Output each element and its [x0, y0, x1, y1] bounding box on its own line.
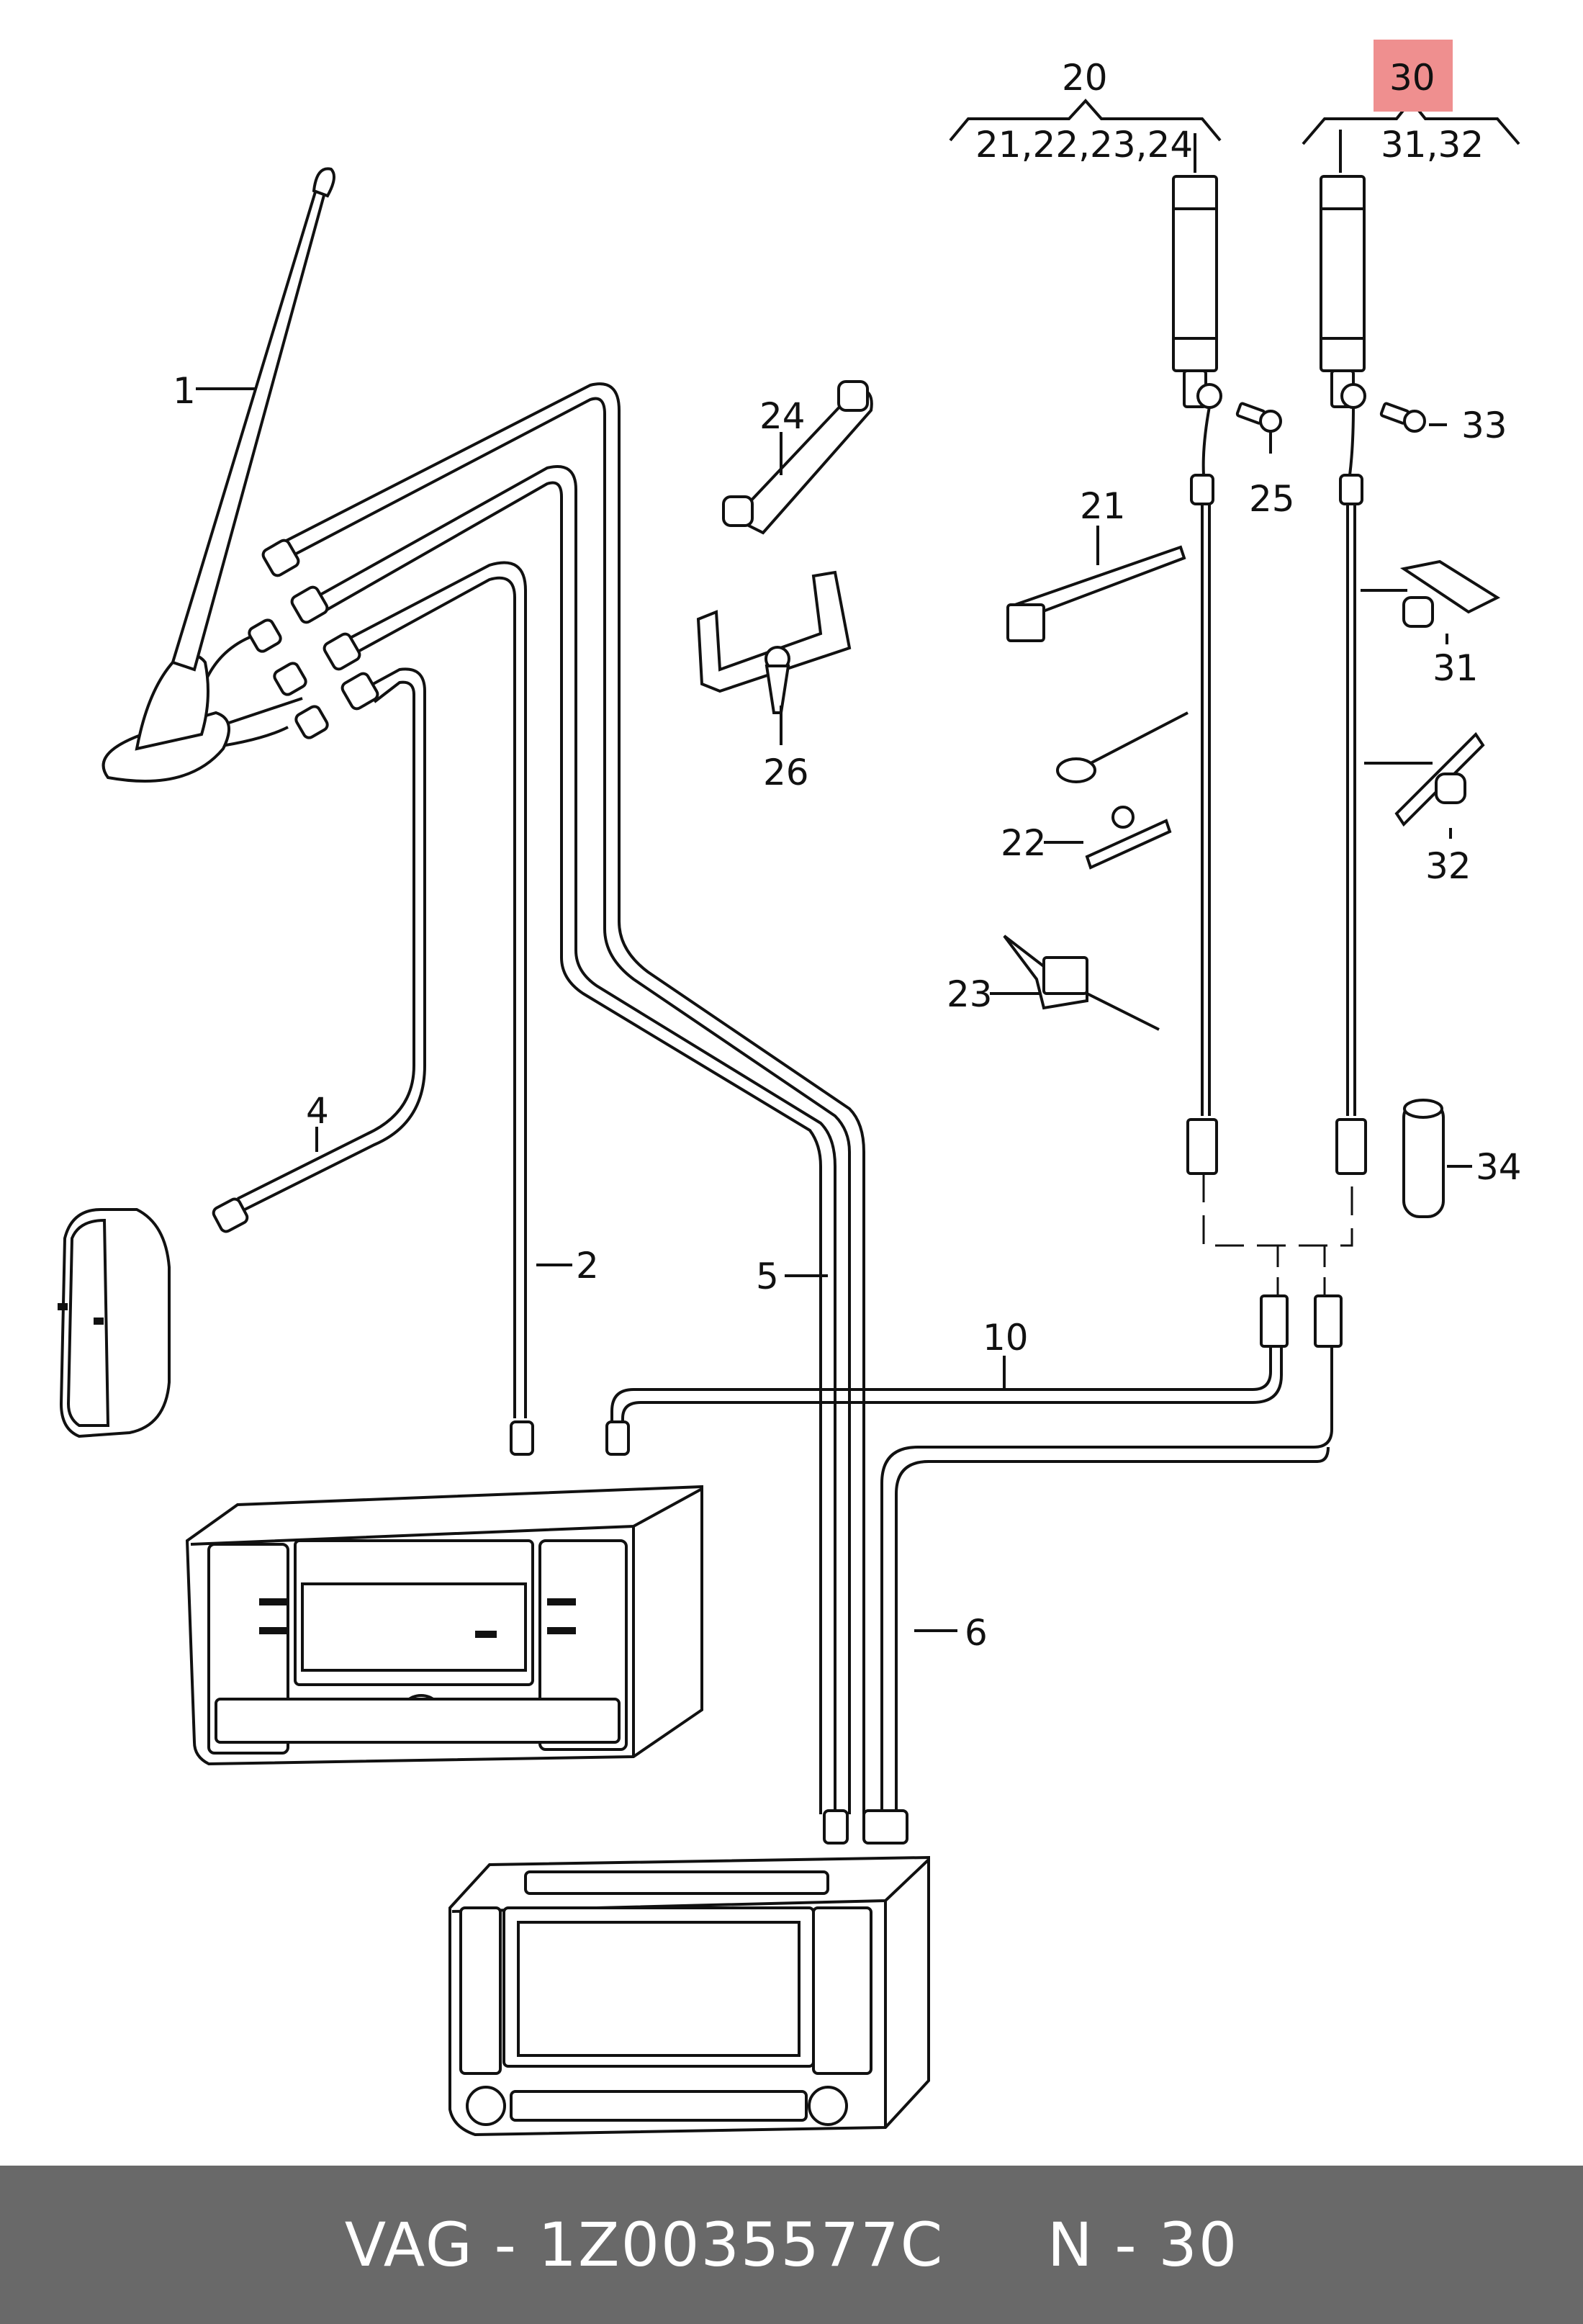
label-21: 21	[1080, 485, 1126, 527]
rod-antenna	[102, 167, 335, 783]
label-22: 22	[1001, 822, 1047, 864]
roof-module-30	[1320, 175, 1366, 409]
phone-cradle	[58, 1208, 171, 1438]
part-32-clip	[1394, 731, 1485, 827]
label-30: 30	[1389, 57, 1435, 99]
part-number-caption: VAG - 1Z0035577C N - 30	[344, 2210, 1239, 2280]
part-24-bracket	[722, 380, 873, 535]
label-2: 2	[576, 1245, 599, 1287]
part-33-screw	[1379, 402, 1426, 433]
leader-lines	[196, 387, 1472, 1632]
label-30-sub: 31,32	[1381, 124, 1484, 166]
label-34: 34	[1476, 1146, 1522, 1188]
cable-6	[302, 465, 836, 1814]
cable-5	[273, 382, 865, 1814]
label-23: 23	[947, 973, 993, 1015]
cables	[200, 382, 1356, 1814]
label-1: 1	[173, 370, 196, 412]
part-26-holder	[696, 570, 852, 714]
label-24: 24	[759, 395, 806, 437]
navigation-unit	[448, 1855, 930, 2137]
label-25: 25	[1249, 478, 1295, 520]
radio-unit	[185, 1485, 703, 1766]
label-20-sub: 21,22,23,24	[975, 124, 1193, 166]
label-26: 26	[763, 752, 809, 793]
footer-bar: VAG - 1Z0035577C N - 30	[0, 2166, 1583, 2324]
label-31: 31	[1433, 647, 1479, 689]
roof-module-20	[1172, 175, 1222, 409]
label-33: 33	[1461, 405, 1507, 446]
parts-diagram: 1 2 4 5 6 10 20 21,22,23,24 30 31,32 24 …	[58, 40, 1522, 2137]
part-23-clip	[1003, 934, 1160, 1031]
cable-10	[610, 1332, 1272, 1433]
label-4: 4	[306, 1090, 329, 1132]
cable-4	[244, 667, 426, 1211]
part-25-screw	[1235, 402, 1282, 433]
part-34-sleeve	[1402, 1099, 1445, 1218]
label-6: 6	[965, 1612, 988, 1654]
part-31-clip	[1399, 559, 1501, 628]
part-labels: 1 2 4 5 6 10 20 21,22,23,24 30 31,32 24 …	[173, 57, 1522, 1654]
highlight-30	[1374, 40, 1453, 112]
label-10: 10	[983, 1317, 1029, 1359]
label-5: 5	[756, 1256, 779, 1297]
part-22-strap	[1056, 711, 1189, 870]
part-21-tie	[1006, 545, 1186, 642]
label-20: 20	[1062, 57, 1108, 99]
label-32: 32	[1425, 845, 1471, 887]
cable-2	[323, 561, 527, 1418]
